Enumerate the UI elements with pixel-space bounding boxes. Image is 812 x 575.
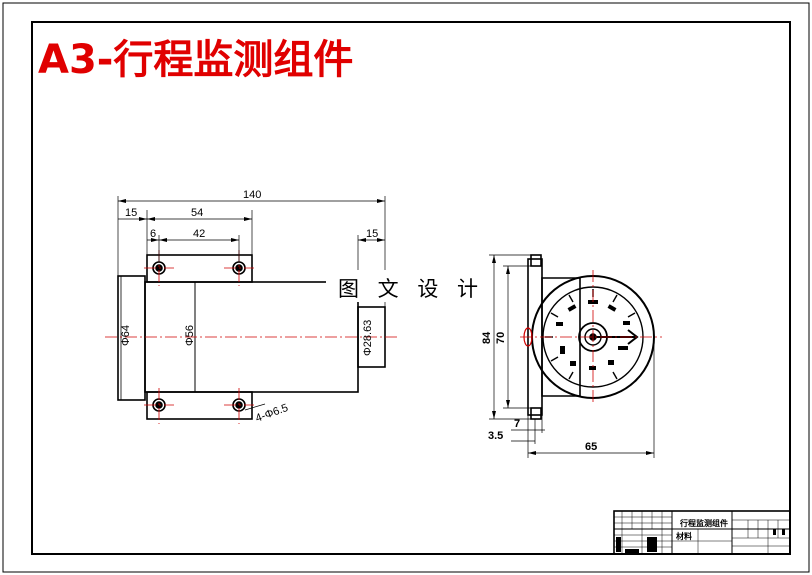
title-block-fills <box>616 529 785 553</box>
dim-phi56: Φ56 <box>184 325 196 346</box>
dim-84: 84 <box>481 331 493 344</box>
dim-15-left: 15 <box>125 207 137 219</box>
title-block-material: 材料 <box>676 531 692 541</box>
front-view <box>117 254 386 420</box>
watermark-bg <box>326 270 476 302</box>
dim-42: 42 <box>193 228 205 240</box>
dim-phi64: Φ64 <box>120 325 132 346</box>
title-block-name: 行程监测组件 <box>679 518 728 528</box>
dim-70: 70 <box>495 332 507 344</box>
dim-3-5: 3.5 <box>488 430 503 442</box>
drawing-title: A3-行程监测组件 <box>38 37 353 83</box>
watermark-text: 图 文 设 计 <box>338 277 484 301</box>
dim-6: 6 <box>150 228 156 240</box>
bolt-holes <box>152 261 246 412</box>
dim-overall-length: 140 <box>243 189 261 201</box>
dim-7: 7 <box>514 418 520 430</box>
front-arrows <box>118 199 385 242</box>
title-block <box>613 510 791 555</box>
dim-15-right: 15 <box>366 228 378 240</box>
dim-phi28: Φ28.63 <box>362 320 374 356</box>
side-arrows <box>492 255 654 455</box>
dim-65: 65 <box>585 441 597 453</box>
front-dimension-lines <box>117 196 386 411</box>
dim-54: 54 <box>191 207 203 219</box>
side-dimension-lines <box>489 254 655 458</box>
inner-frame <box>31 21 791 555</box>
side-centerlines <box>520 270 662 404</box>
